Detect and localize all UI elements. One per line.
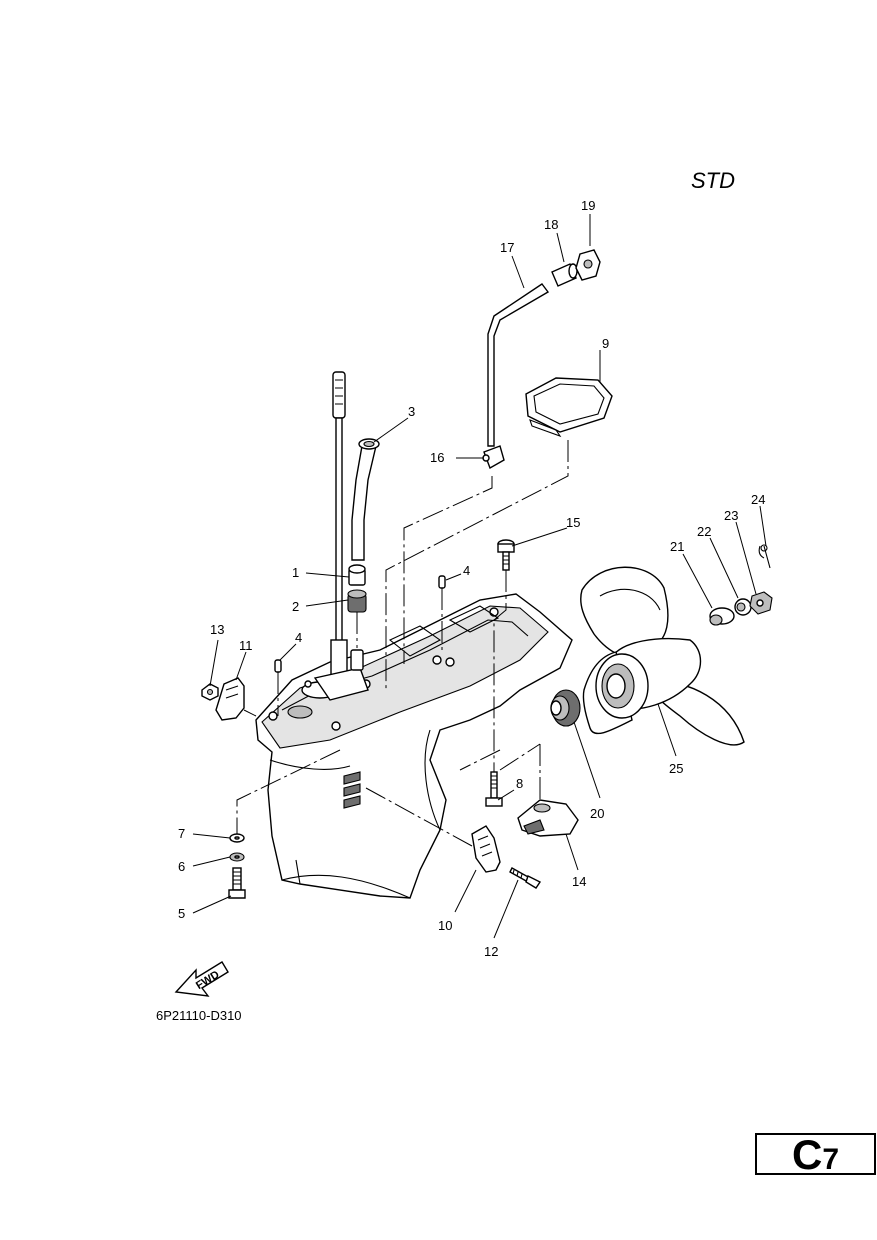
part-14-anode — [517, 799, 579, 837]
part-17-pilot-tube — [487, 283, 550, 447]
tube-in-casing — [350, 649, 364, 671]
part-7-washer — [229, 833, 245, 843]
lower-casing — [255, 593, 573, 899]
part-8-bolt — [485, 771, 503, 807]
callout-4-left: 4 — [295, 630, 302, 645]
callout-18: 18 — [544, 217, 558, 232]
callout-5: 5 — [178, 906, 185, 921]
callout-17: 17 — [500, 240, 514, 255]
callout-3: 3 — [408, 404, 415, 419]
part-20-thrust-washer — [550, 689, 581, 727]
diagram-code: 6P21110-D310 — [156, 1008, 242, 1023]
callout-25: 25 — [669, 761, 683, 776]
callout-8: 8 — [516, 776, 523, 791]
part-23-nut — [749, 591, 773, 615]
part-16-grommet — [482, 445, 505, 470]
callout-9: 9 — [602, 336, 609, 351]
part-12-screw — [509, 867, 542, 889]
callout-19: 19 — [581, 198, 595, 213]
callout-21: 21 — [670, 539, 684, 554]
part-18-sleeve — [551, 263, 578, 287]
part-24-cotter-pin — [758, 544, 771, 569]
part-19-clip — [575, 249, 601, 281]
callout-labels: 1 2 3 4 4 5 6 7 8 9 10 11 12 13 14 15 16… — [178, 198, 765, 959]
part-22-washer — [734, 598, 752, 616]
assembly-lines — [236, 440, 569, 847]
part-21-spacer — [709, 607, 735, 626]
part-11-bracket — [215, 677, 245, 721]
callout-2: 2 — [292, 599, 299, 614]
drive-shaft — [313, 371, 369, 701]
part-3-water-tube — [351, 438, 380, 561]
callout-leaders — [192, 214, 767, 939]
part-2-grommet — [347, 589, 367, 613]
variant-label: STD — [691, 168, 735, 193]
callout-10: 10 — [438, 918, 452, 933]
part-6-washer — [229, 852, 245, 862]
callout-7: 7 — [178, 826, 185, 841]
fwd-arrow-icon: FWD — [174, 961, 229, 997]
water-intake-grill — [343, 771, 361, 809]
callout-11: 11 — [239, 638, 253, 653]
part-13-nut — [201, 683, 219, 701]
part-4-dowel-pin-right — [438, 575, 446, 589]
callout-22: 22 — [697, 524, 711, 539]
part-1-grommet — [348, 564, 366, 586]
page-ref-letter: C — [791, 1131, 823, 1178]
callout-13: 13 — [210, 622, 224, 637]
callout-20: 20 — [590, 806, 604, 821]
callout-14: 14 — [572, 874, 586, 889]
callout-16: 16 — [430, 450, 444, 465]
part-5-bolt — [228, 867, 246, 899]
callout-1: 1 — [292, 565, 299, 580]
callout-23: 23 — [724, 508, 738, 523]
callout-12: 12 — [484, 944, 498, 959]
callout-24: 24 — [751, 492, 765, 507]
page-ref-number: 7 — [822, 1143, 840, 1176]
callout-6: 6 — [178, 859, 185, 874]
part-10-trim-tab-bracket — [471, 825, 501, 873]
part-9-gasket — [525, 377, 613, 438]
callout-15: 15 — [566, 515, 580, 530]
part-4-dowel-pin-left — [274, 659, 282, 673]
part-25-propeller — [580, 566, 745, 746]
callout-4-right: 4 — [463, 563, 470, 578]
part-15-bolt — [497, 539, 515, 571]
page-reference: C7 — [755, 1131, 876, 1178]
